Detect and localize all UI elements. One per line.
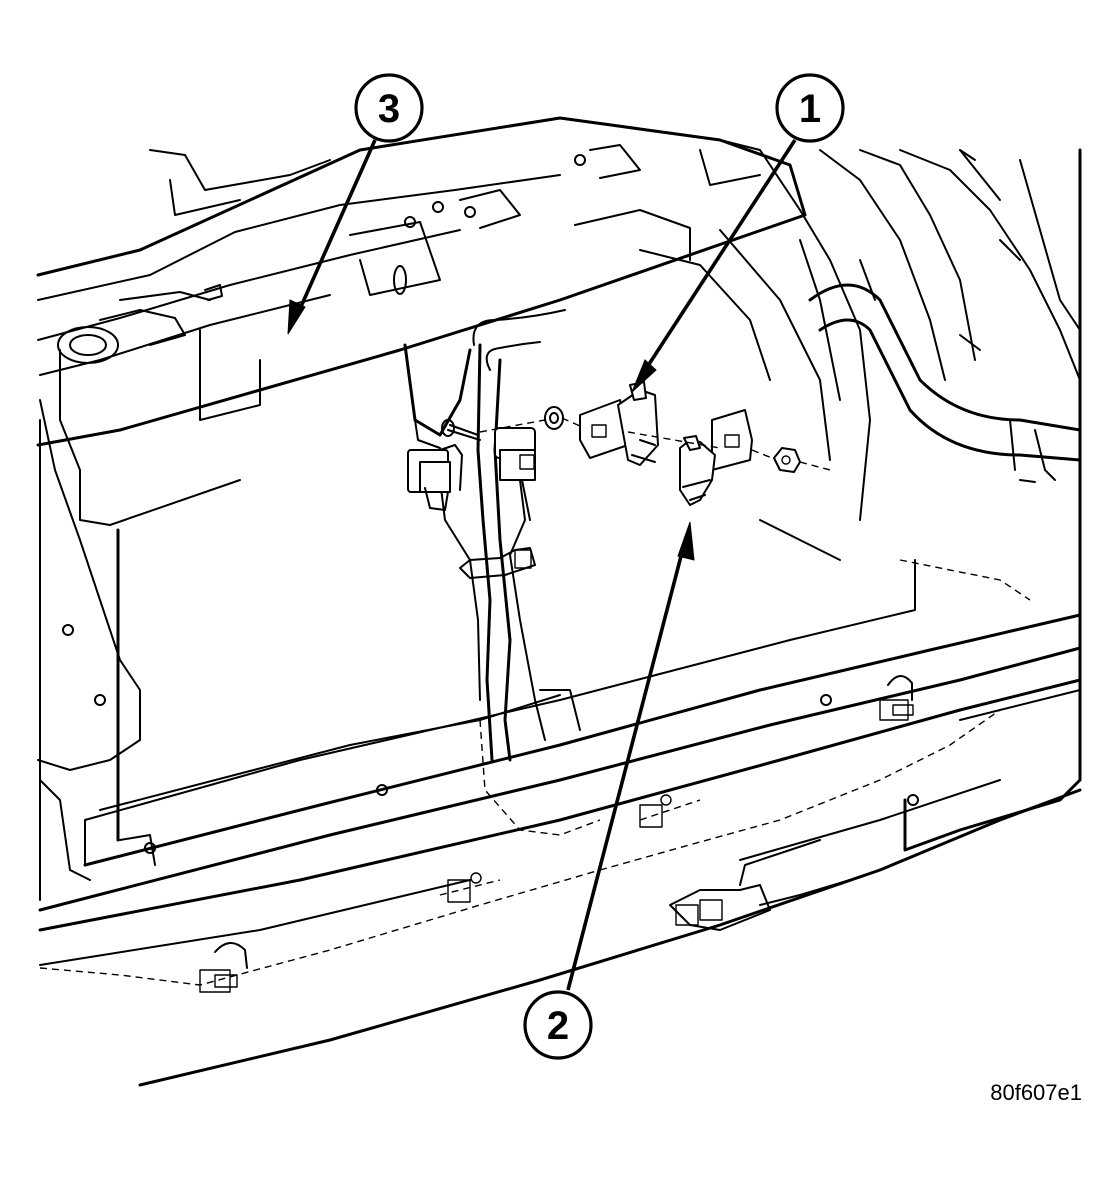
vehicle-structure-drawing xyxy=(36,116,1082,1087)
figure-id: 80f607e1 xyxy=(990,1080,1082,1105)
callout-3: 3 xyxy=(287,73,424,335)
callout-3-label: 3 xyxy=(378,87,400,131)
callout-1-label: 1 xyxy=(799,87,821,131)
callout-2: 2 xyxy=(523,521,695,1060)
callout-1: 1 xyxy=(631,73,845,393)
callout-2-label: 2 xyxy=(547,1004,569,1048)
